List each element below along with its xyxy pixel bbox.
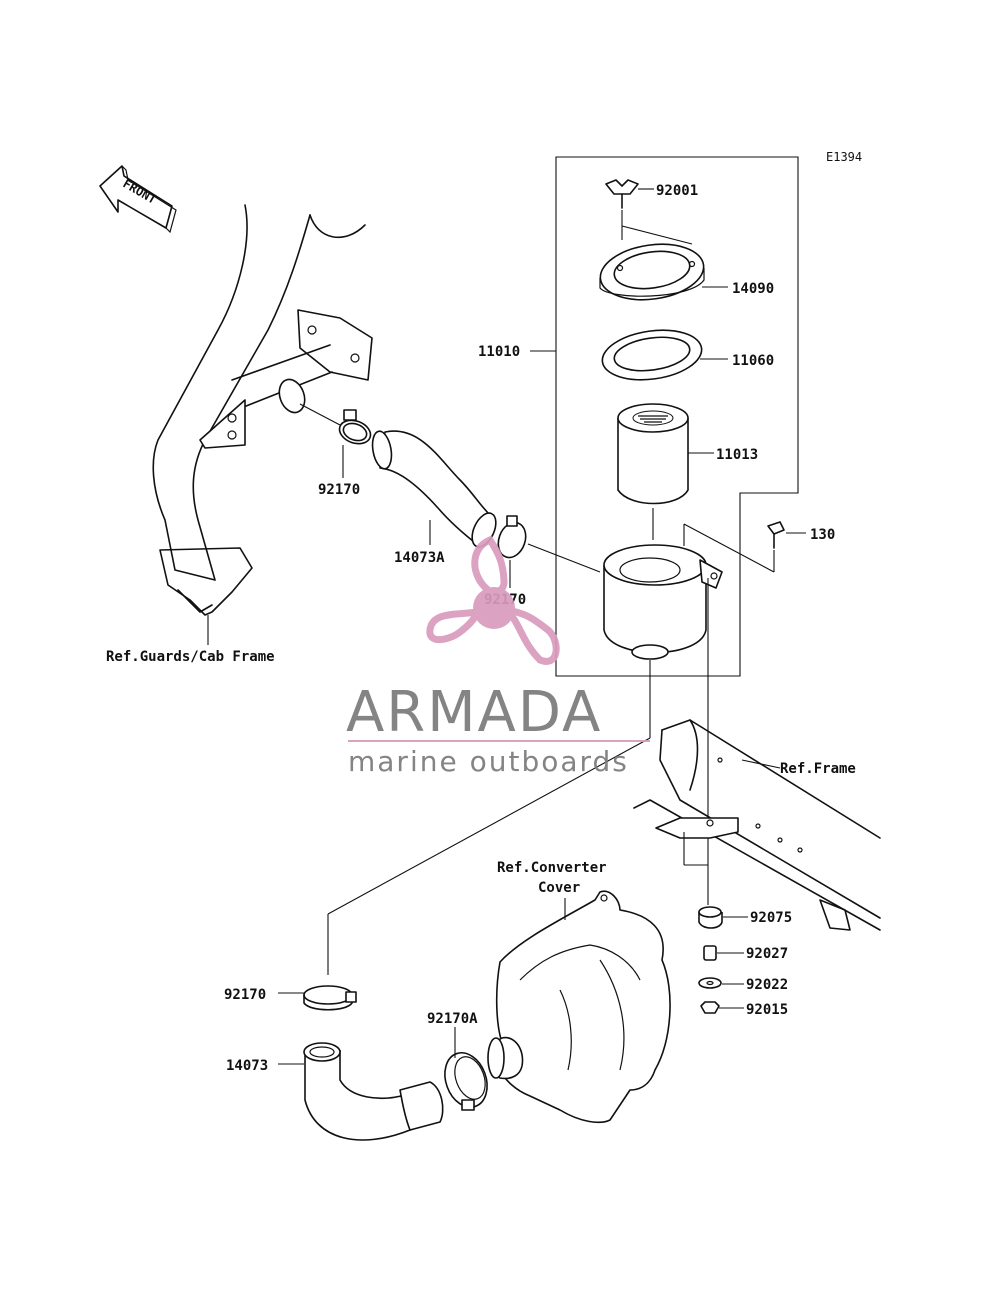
guard-frame-tube	[152, 204, 373, 645]
air-cleaner-assembly-bracket	[530, 156, 799, 677]
nut-92015	[700, 1001, 744, 1014]
grommet-92075	[698, 906, 748, 929]
gasket-11060	[601, 329, 728, 381]
part-11013: 11013	[716, 447, 758, 463]
part-130: 130	[810, 527, 835, 543]
hose-clamp-92170a	[444, 1027, 488, 1111]
cover-plate-14090	[599, 243, 728, 301]
part-14073: 14073	[226, 1058, 268, 1074]
hose-clamp-92170-upper	[299, 403, 372, 478]
converter-cover	[487, 890, 671, 1124]
part-92170-upper: 92170	[318, 482, 360, 498]
washer-92022	[698, 977, 744, 989]
part-14073a: 14073A	[394, 550, 445, 566]
hose-clamp-92170-lower	[278, 985, 357, 1011]
part-92022: 92022	[746, 977, 788, 993]
ref-frame-label: Ref.Frame	[780, 761, 856, 777]
intake-duct-14073a	[371, 430, 497, 548]
ref-converter-label-line1: Ref.Converter	[497, 860, 607, 876]
ref-converter-label-line2: Cover	[538, 880, 580, 896]
part-92075: 92075	[750, 910, 792, 926]
part-92170a: 92170A	[427, 1011, 478, 1027]
part-11010: 11010	[478, 344, 520, 360]
part-92001: 92001	[656, 183, 698, 199]
part-11060: 11060	[732, 353, 774, 369]
frame-rail	[633, 719, 881, 931]
intake-duct-14073	[278, 1042, 444, 1141]
air-cleaner-housing	[327, 544, 723, 975]
brand-tagline: marine outboards	[348, 745, 629, 778]
brand-name: ARMADA	[346, 680, 602, 745]
propeller-icon	[426, 535, 560, 665]
wing-bolt-92001	[605, 179, 693, 245]
diagram-code: E1394	[826, 150, 862, 164]
filter-element-11013	[617, 403, 714, 540]
part-92015: 92015	[746, 1002, 788, 1018]
bolt-130	[683, 521, 806, 573]
front-arrow-icon: FRONT	[99, 165, 177, 234]
collar-92027	[703, 945, 744, 961]
ref-guards-label: Ref.Guards/Cab Frame	[106, 649, 275, 665]
part-92170-lower: 92170	[224, 987, 266, 1003]
part-92027: 92027	[746, 946, 788, 962]
armada-logo: ARMADA marine outboards	[346, 535, 650, 778]
part-14090: 14090	[732, 281, 774, 297]
hose-clamp-92170-middle	[497, 515, 601, 588]
